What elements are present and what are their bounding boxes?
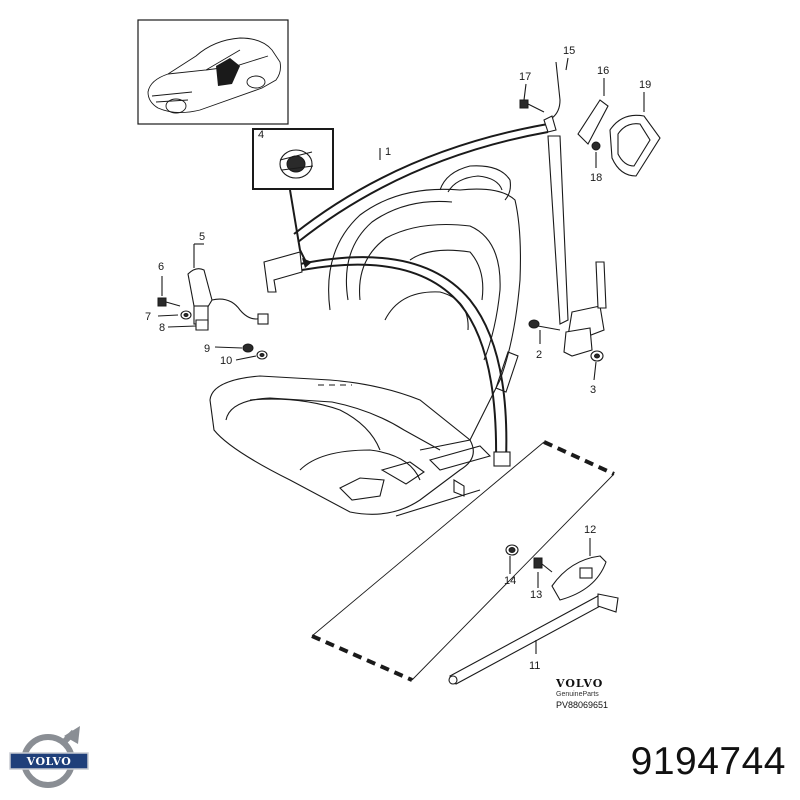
car-location-inset xyxy=(137,19,289,125)
callout-18: 18 xyxy=(590,172,602,184)
callout-17: 17 xyxy=(519,71,531,83)
callout-labels: 1 2 3 4 5 6 7 8 9 10 11 12 13 14 15 16 1… xyxy=(145,45,651,672)
rail-parts xyxy=(448,538,619,685)
callout-5: 5 xyxy=(199,231,205,243)
hardware-left xyxy=(157,276,268,361)
part-number: 9194744 xyxy=(630,740,786,783)
brand-caption: VOLVO GenuineParts PV88069651 xyxy=(556,678,656,711)
callout-15: 15 xyxy=(563,45,575,57)
brand-name: VOLVO xyxy=(556,677,604,690)
volvo-logo: VOLVO xyxy=(9,726,89,788)
callout-10: 10 xyxy=(220,355,232,367)
callout-12: 12 xyxy=(584,524,596,536)
callout-2: 2 xyxy=(536,349,542,361)
floor-area xyxy=(311,440,615,682)
callout-13: 13 xyxy=(530,589,542,601)
callout-8: 8 xyxy=(159,322,165,334)
callout-6: 6 xyxy=(158,261,164,273)
seat-belt-part-1 xyxy=(263,123,549,467)
drawing-code: PV88069651 xyxy=(556,700,609,710)
callout-1: 1 xyxy=(385,146,391,158)
callout-16: 16 xyxy=(597,65,609,77)
callout-4: 4 xyxy=(258,129,264,141)
hardware-right xyxy=(519,57,661,381)
callout-7: 7 xyxy=(145,311,151,323)
callout-19: 19 xyxy=(639,79,651,91)
seat xyxy=(209,165,521,517)
callout-11: 11 xyxy=(529,660,540,672)
callout-9: 9 xyxy=(204,343,210,355)
guide-loop-inset xyxy=(252,128,334,268)
buckle-assembly-part-5 xyxy=(187,243,269,325)
callout-14: 14 xyxy=(504,575,516,587)
callout-3: 3 xyxy=(590,384,596,396)
brand-subtitle: GenuineParts xyxy=(556,691,599,698)
logo-text: VOLVO xyxy=(26,755,72,768)
